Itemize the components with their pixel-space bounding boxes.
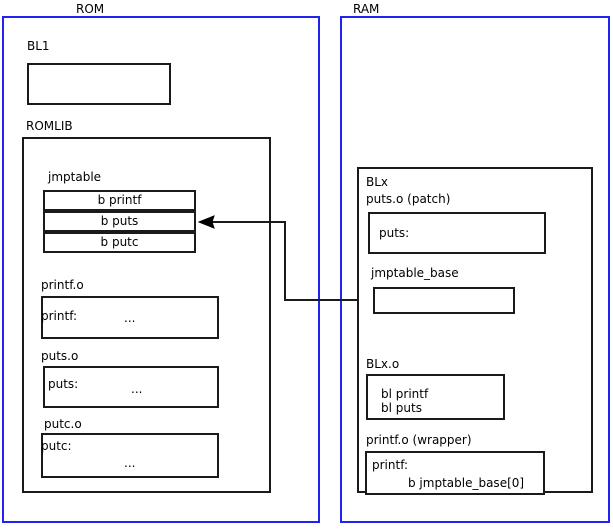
jmptable-row-1-text: b puts: [100, 214, 139, 228]
rom-putc-o-box: [41, 433, 219, 478]
rom-puts-ellipsis: ...: [131, 382, 143, 396]
bl1-label: BL1: [27, 39, 50, 53]
puts-patch-label: puts.o (patch): [366, 192, 451, 206]
bl1-box: [27, 63, 171, 105]
jmptable-base-box: [373, 287, 515, 314]
rom-region-title: ROM: [76, 2, 105, 16]
romlib-label: ROMLIB: [26, 119, 73, 133]
printf-wrapper-symbol: printf:: [372, 458, 409, 472]
blx-o-line-1: bl puts: [381, 401, 422, 415]
printf-wrapper-instruction: b jmptable_base[0]: [408, 476, 525, 490]
rom-printf-o-label: printf.o: [41, 278, 84, 292]
jmptable-row-0-text: b printf: [97, 193, 142, 207]
puts-patch-symbol: puts:: [379, 226, 410, 240]
printf-wrapper-box: [365, 451, 545, 495]
printf-wrapper-label: printf.o (wrapper): [366, 433, 472, 447]
rom-putc-symbol: putc:: [41, 439, 72, 453]
rom-printf-symbol: printf:: [41, 309, 78, 323]
rom-puts-o-label: puts.o: [41, 349, 79, 363]
rom-putc-ellipsis: ...: [124, 456, 136, 470]
jmptable-row-2: [43, 232, 196, 253]
rom-puts-symbol: puts:: [48, 377, 79, 391]
blx-o-label: BLx.o: [366, 357, 400, 371]
jmptable-base-label: jmptable_base: [371, 266, 459, 280]
blx-o-box: [366, 374, 505, 420]
rom-printf-o-box: [41, 296, 219, 339]
puts-patch-box: [368, 212, 546, 254]
rom-printf-ellipsis: ...: [124, 311, 136, 325]
rom-puts-o-box: [43, 366, 219, 408]
jmptable-row-0: [43, 190, 196, 211]
rom-putc-o-label: putc.o: [44, 417, 82, 431]
blx-label: BLx: [366, 175, 389, 189]
jmptable-row-1: [43, 211, 196, 232]
jmptable-row-2-text: b putc: [100, 235, 139, 249]
jmptable-label: jmptable: [48, 170, 102, 184]
ram-region-title: RAM: [353, 2, 380, 16]
blx-o-line-0: bl printf: [381, 387, 429, 401]
